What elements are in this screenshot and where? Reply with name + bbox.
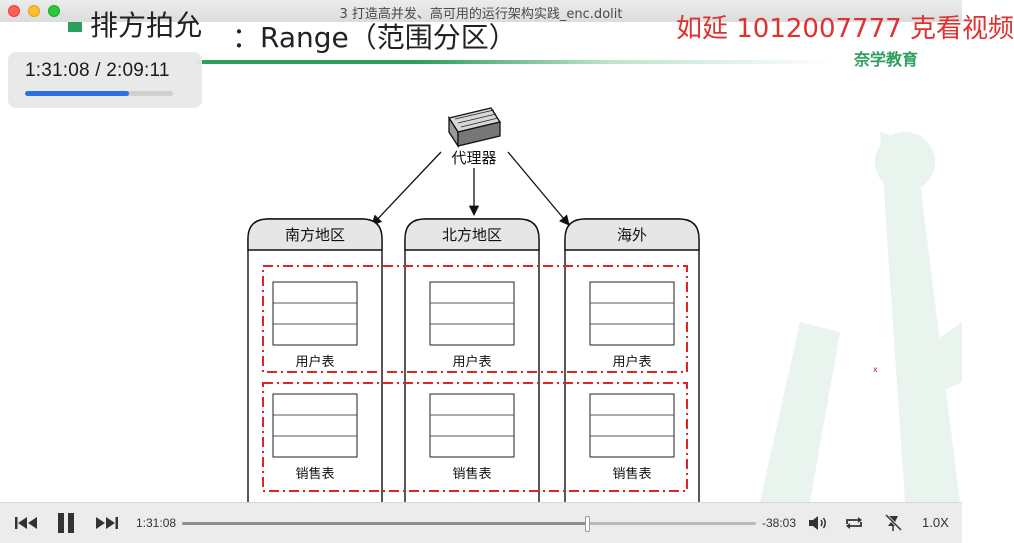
time-overlay: 1:31:08 / 2:09:11	[8, 52, 202, 108]
window-title: 3 打造高并发、高可用的运行架构实践_enc.dolit	[339, 7, 623, 22]
remaining-time: -38:03	[762, 516, 797, 530]
region-name: 海外	[617, 226, 647, 244]
user-table-grid	[589, 281, 675, 346]
overlay-progress-bar	[25, 91, 173, 96]
loop-icon	[846, 517, 862, 529]
video-frame[interactable]: 排方拍允 ：Range（范围分区） 如延 1012007777 克看视频 奈学教…	[0, 10, 1014, 502]
region-header	[564, 218, 700, 251]
arrow-to-overseas	[507, 151, 570, 226]
maximize-window-button[interactable]	[48, 5, 60, 17]
svg-text:x: x	[873, 365, 878, 374]
seek-handle[interactable]	[584, 516, 590, 532]
user-table-label: 用户表	[612, 354, 651, 370]
loop-button[interactable]	[842, 503, 866, 543]
overlay-progress-fill	[25, 91, 130, 96]
proxy-label: 代理器	[451, 149, 496, 167]
no-pin-icon	[884, 513, 903, 532]
user-table-grid	[429, 281, 515, 346]
region-header	[404, 218, 540, 251]
pause-button[interactable]	[52, 503, 80, 543]
sales-table-label: 销售表	[295, 466, 334, 482]
minimize-window-button[interactable]	[28, 5, 40, 17]
title-underline	[195, 60, 835, 64]
watermark-banner: 如延 1012007777 克看视频	[676, 14, 1014, 44]
proxy-server-icon	[447, 107, 502, 149]
user-table-label: 用户表	[452, 354, 491, 370]
user-table-partition	[262, 265, 688, 373]
sales-table-label: 销售表	[612, 466, 651, 482]
pin-toggle-button[interactable]	[882, 503, 906, 543]
skip-back-icon	[15, 517, 37, 529]
region-name: 南方地区	[285, 226, 345, 244]
volume-icon	[809, 516, 826, 530]
playback-speed[interactable]: 1.0X	[922, 515, 949, 530]
sales-table-grid	[589, 393, 675, 458]
pause-icon	[58, 513, 74, 533]
user-table-grid	[272, 281, 358, 346]
slide-title: ：Range（范围分区）	[232, 21, 517, 54]
user-table-label: 用户表	[295, 354, 334, 370]
close-window-button[interactable]	[8, 5, 20, 17]
skip-back-button[interactable]	[12, 503, 42, 543]
overlay-time-text: 1:31:08 / 2:09:11	[25, 60, 170, 81]
sales-table-label: 销售表	[452, 466, 491, 482]
sales-table-partition	[262, 382, 688, 492]
skip-forward-icon	[96, 517, 118, 529]
seek-bar-fill	[182, 522, 587, 525]
arrow-to-south	[371, 151, 442, 226]
sales-table-grid	[272, 393, 358, 458]
slide-title-left: 排方拍允	[90, 9, 203, 42]
watermark-logo	[760, 132, 962, 502]
title-accent-bar	[68, 22, 82, 32]
playback-controls: 1:31:08 -38:03 1.0X	[0, 502, 962, 543]
sales-table-grid	[429, 393, 515, 458]
elapsed-time: 1:31:08	[136, 516, 177, 530]
brand-logo: 奈学教育	[854, 50, 919, 69]
region-header	[247, 218, 383, 251]
skip-forward-button[interactable]	[91, 503, 121, 543]
window-titlebar: 3 打造高并发、高可用的运行架构实践_enc.dolit	[0, 0, 962, 23]
volume-button[interactable]	[806, 503, 830, 543]
seek-bar[interactable]	[182, 516, 756, 532]
region-name: 北方地区	[442, 226, 502, 244]
